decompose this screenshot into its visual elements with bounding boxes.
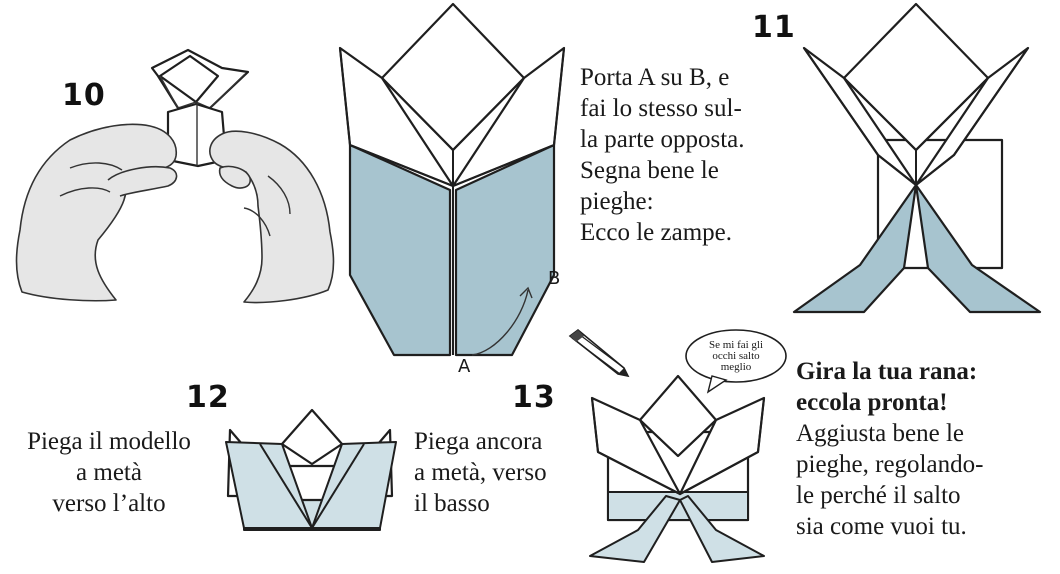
- step-11-result-diagram: [792, 2, 1042, 314]
- label-a: A: [458, 356, 471, 377]
- text-line: Porta A su B, e: [580, 64, 730, 91]
- text-line: le perché il salto: [796, 482, 961, 509]
- final-title-line: Gira la tua rana:: [796, 358, 978, 385]
- text-line: occhi salto: [712, 350, 760, 362]
- step-11-instructions: Porta A su B, e fai lo stesso sul- la pa…: [580, 62, 790, 248]
- label-b: B: [548, 268, 561, 289]
- text-line: Ecco le zampe.: [580, 219, 732, 246]
- pencil-icon: [568, 328, 630, 378]
- step-12-diagram: [225, 408, 397, 531]
- step-13-instructions: Piega ancora a metà, verso il basso: [414, 426, 594, 519]
- step-12-instructions: Piega il modello a metà verso l’alto: [4, 426, 214, 519]
- text-line: a metà: [76, 459, 142, 486]
- step-11-fold-diagram: [338, 2, 566, 357]
- text-line: la parte opposta.: [580, 126, 745, 153]
- speech-bubble-text: Se mi fai gli occhi salto meglio: [690, 340, 782, 373]
- text-line: Piega ancora: [414, 428, 543, 455]
- text-line: sia come vuoi tu.: [796, 513, 967, 540]
- text-line: a metà, verso: [414, 459, 547, 486]
- speech-bubble-shape: [685, 329, 787, 394]
- final-instructions: Gira la tua rana: eccola pronta! Aggiust…: [796, 356, 1058, 542]
- text-line: Aggiusta bene le: [796, 420, 965, 447]
- step-13-diagram: [589, 374, 766, 563]
- text-line: Se mi fai gli: [708, 339, 764, 351]
- text-line: pieghe:: [580, 188, 654, 215]
- text-line: fai lo stesso sul-: [580, 95, 742, 122]
- text-line: il basso: [414, 490, 490, 517]
- text-line: meglio: [720, 361, 752, 373]
- step-13-number: 13: [512, 380, 556, 415]
- step-10-number: 10: [62, 78, 106, 113]
- text-line: verso l’alto: [52, 490, 166, 517]
- text-line: Segna bene le: [580, 157, 719, 184]
- final-title-line: eccola pronta!: [796, 389, 948, 416]
- step-11-number: 11: [752, 10, 796, 45]
- text-line: pieghe, regolando-: [796, 451, 984, 478]
- hands-folding-illustration: [15, 48, 335, 304]
- text-line: Piega il modello: [27, 428, 191, 455]
- step-12-number: 12: [186, 380, 230, 415]
